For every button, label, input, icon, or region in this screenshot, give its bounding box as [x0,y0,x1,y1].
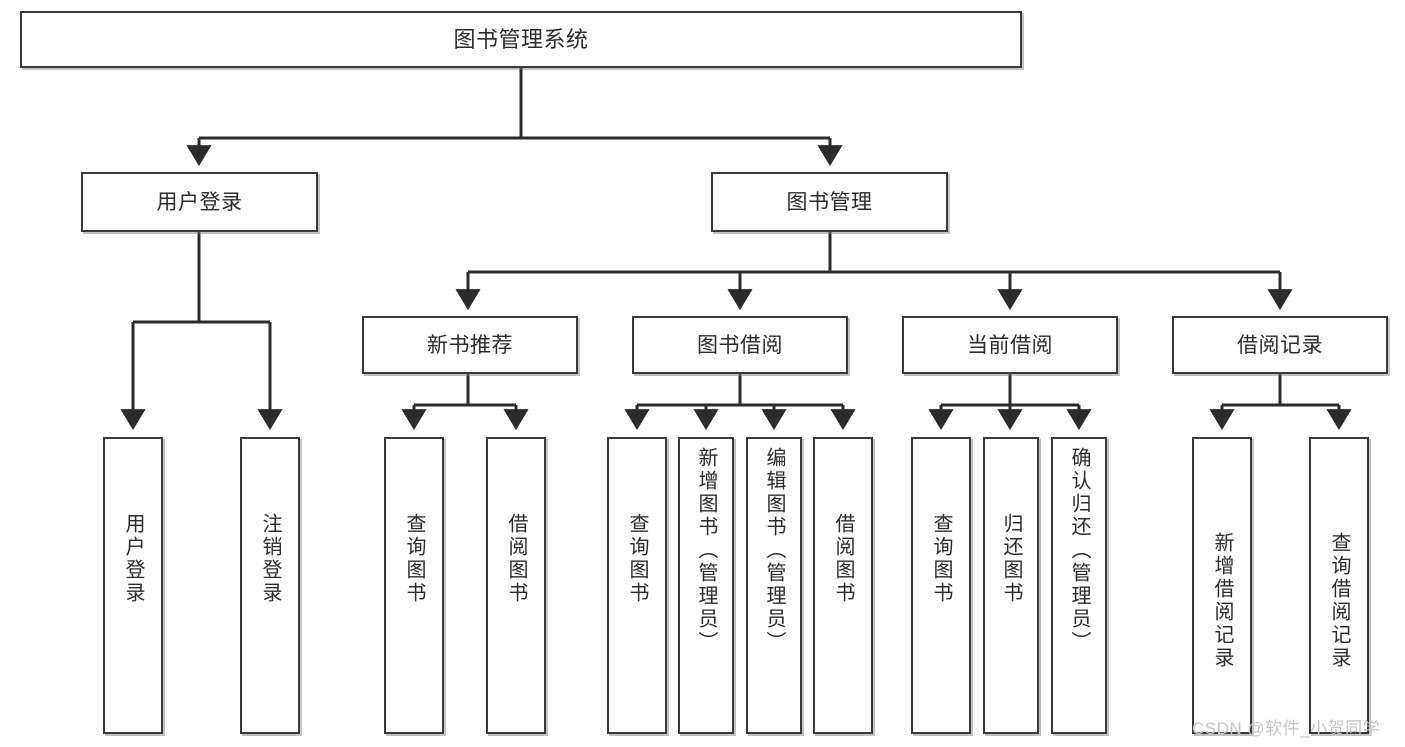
node-borrow-record[interactable]: 借阅记录 [1172,316,1388,374]
leaf-book-borrow-1[interactable]: 新增图书（管理员） [678,437,734,734]
leaf-book-borrow-1-label: 新增图书（管理员） [695,447,717,654]
node-user-login[interactable]: 用户登录 [81,172,318,232]
node-borrow-record-label: 借阅记录 [1237,333,1323,357]
node-book-manage-label: 图书管理 [786,190,873,214]
leaf-book-borrow-0-label: 查询图书 [626,513,648,605]
leaf-current-borrow-1[interactable]: 归还图书 [983,437,1039,734]
leaf-book-borrow-0[interactable]: 查询图书 [607,437,667,734]
leaf-user-login-0-label: 用户登录 [122,513,144,605]
node-new-book-recommend[interactable]: 新书推荐 [362,316,578,374]
leaf-user-login-0[interactable]: 用户登录 [103,437,163,734]
node-book-borrow-label: 图书借阅 [697,333,783,357]
leaf-new-book-recommend-0[interactable]: 查询图书 [384,437,444,734]
leaf-borrow-record-0[interactable]: 新增借阅记录 [1192,437,1252,734]
leaf-borrow-record-0-label: 新增借阅记录 [1211,532,1233,670]
node-book-borrow[interactable]: 图书借阅 [632,316,848,374]
leaf-current-borrow-0-label: 查询图书 [930,513,952,605]
node-new-book-recommend-label: 新书推荐 [427,333,513,357]
node-root-label: 图书管理系统 [453,26,589,52]
leaf-current-borrow-2[interactable]: 确认归还（管理员） [1051,437,1107,734]
leaf-current-borrow-0[interactable]: 查询图书 [911,437,971,734]
leaf-new-book-recommend-0-label: 查询图书 [403,513,425,605]
node-current-borrow[interactable]: 当前借阅 [902,316,1118,374]
leaf-book-borrow-3-label: 借阅图书 [832,513,854,605]
leaf-book-borrow-2[interactable]: 编辑图书（管理员） [746,437,802,734]
leaf-user-login-1-label: 注销登录 [259,513,281,605]
leaf-new-book-recommend-1[interactable]: 借阅图书 [486,437,546,734]
node-current-borrow-label: 当前借阅 [967,333,1053,357]
node-book-manage[interactable]: 图书管理 [711,172,948,232]
leaf-new-book-recommend-1-label: 借阅图书 [505,513,527,605]
leaf-borrow-record-1[interactable]: 查询借阅记录 [1309,437,1369,734]
node-root[interactable]: 图书管理系统 [20,11,1022,68]
leaf-user-login-1[interactable]: 注销登录 [240,437,300,734]
leaf-current-borrow-1-label: 归还图书 [1000,513,1022,605]
leaf-book-borrow-2-label: 编辑图书（管理员） [763,447,785,654]
leaf-current-borrow-2-label: 确认归还（管理员） [1068,447,1090,654]
leaf-borrow-record-1-label: 查询借阅记录 [1328,532,1350,670]
node-user-login-label: 用户登录 [156,190,243,214]
leaf-book-borrow-3[interactable]: 借阅图书 [813,437,873,734]
